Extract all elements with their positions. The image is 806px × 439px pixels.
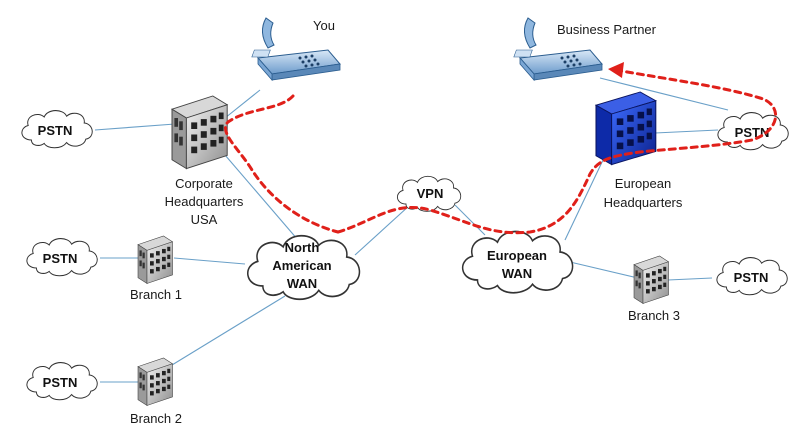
you-label: You (313, 18, 335, 33)
call-path-arrowhead (608, 62, 624, 78)
european-hq-label-line1: European (615, 176, 671, 191)
call-path-segment-hq (224, 94, 340, 234)
link-vpn-euwan (454, 204, 486, 236)
branch3-label: Branch 3 (628, 308, 680, 323)
link-branch3-pstn (667, 277, 713, 281)
link-pstn-hq (94, 123, 176, 131)
na-wan-label-line1: North (285, 240, 320, 255)
link-partner-pstn (599, 77, 729, 111)
pstn-branch3-label: PSTN (734, 270, 769, 285)
branch1-building-icon (137, 235, 173, 284)
link-hq-nawan (224, 154, 299, 241)
link-branch1-nawan (173, 257, 246, 265)
pstn-hq-label: PSTN (38, 123, 73, 138)
corporate-hq-label-line2: Headquarters (165, 194, 244, 209)
link-nawan-vpn (354, 204, 411, 256)
call-path-segment-wan (336, 68, 778, 235)
branch3-building-icon (633, 255, 669, 304)
eu-wan-label-line1: European (487, 248, 547, 263)
vpn-label: VPN (417, 186, 444, 201)
link-hq-phone (224, 89, 261, 119)
link-euhq-pstn (654, 129, 719, 134)
link-euwan-branch3 (569, 261, 639, 279)
na-wan-label-line3: WAN (287, 276, 317, 291)
european-hq-label-line2: Headquarters (604, 195, 683, 210)
branch1-label: Branch 1 (130, 287, 182, 302)
pstn-branch2-label: PSTN (43, 375, 78, 390)
business-partner-label: Business Partner (557, 22, 657, 37)
pstn-branch1-label: PSTN (43, 251, 78, 266)
network-links (94, 77, 729, 383)
link-euwan-euhq (564, 159, 604, 241)
pstn-europe-label: PSTN (735, 125, 770, 140)
branch2-building-icon (137, 357, 173, 406)
link-branch2-nawan (171, 295, 286, 366)
corporate-hq-building-icon (171, 95, 228, 170)
corporate-hq-label-line3: USA (191, 212, 218, 227)
branch2-label: Branch 2 (130, 411, 182, 426)
eu-wan-label-line2: WAN (502, 266, 532, 281)
na-wan-label-line2: American (272, 258, 331, 273)
corporate-hq-label-line1: Corporate (175, 176, 233, 191)
